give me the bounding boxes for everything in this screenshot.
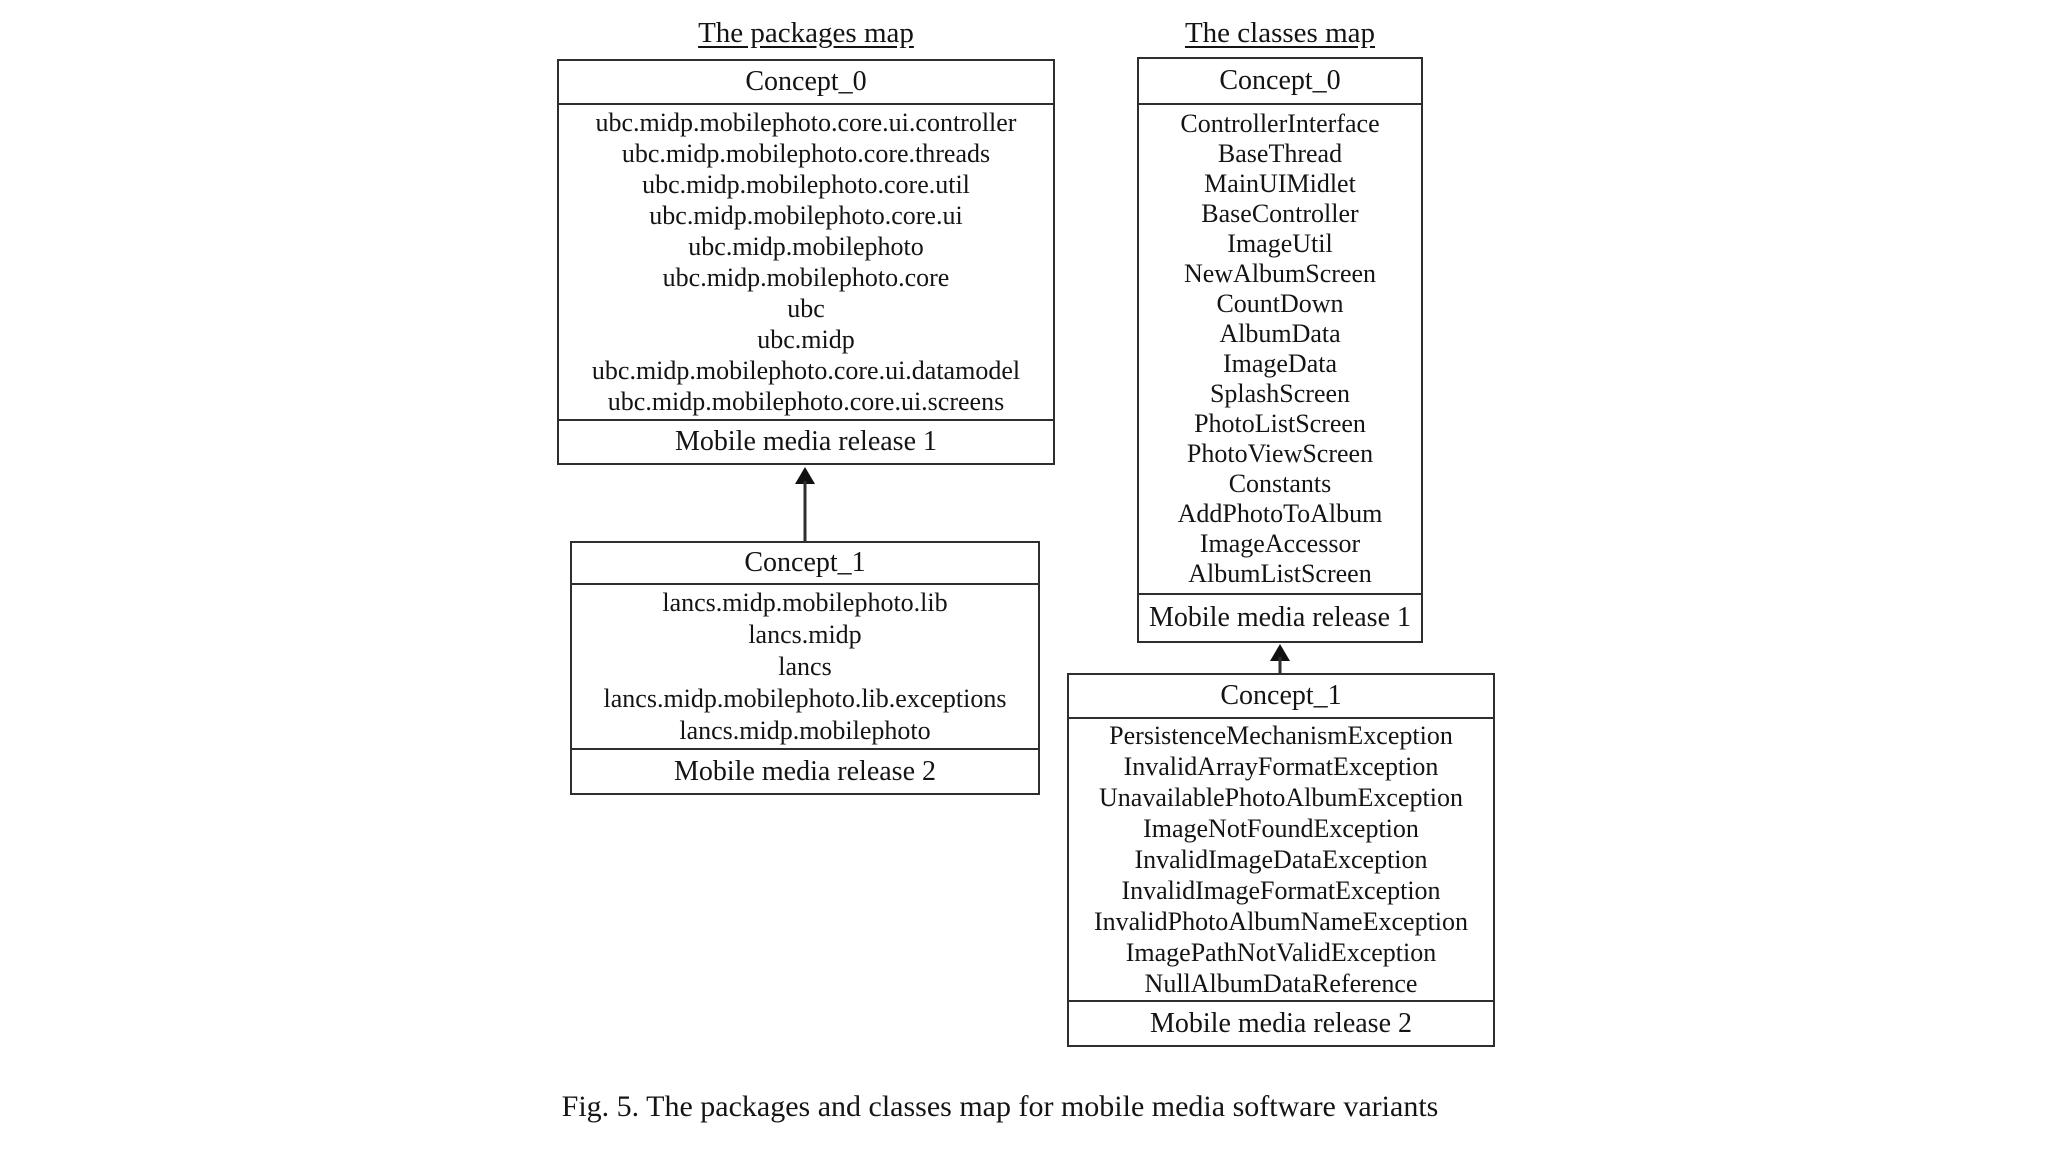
classes-concept0-footer: Mobile media release 1 bbox=[1139, 593, 1421, 641]
list-item: SplashScreen bbox=[1209, 379, 1351, 408]
classes-up-arrow bbox=[1270, 644, 1290, 673]
packages-concept1-header: Concept_1 bbox=[572, 543, 1038, 585]
list-item: Constants bbox=[1228, 469, 1332, 498]
arrowhead-up-icon bbox=[795, 467, 815, 484]
list-item: lancs.midp bbox=[748, 619, 862, 649]
list-item: ControllerInterface bbox=[1180, 109, 1380, 138]
list-item: AlbumListScreen bbox=[1188, 559, 1372, 588]
list-item: ubc.midp.mobilephoto.core bbox=[662, 263, 950, 292]
list-item: PersistenceMechanismException bbox=[1109, 721, 1453, 750]
list-item: AddPhotoToAlbum bbox=[1177, 499, 1383, 528]
arrow-shaft bbox=[803, 481, 807, 541]
list-item: PhotoListScreen bbox=[1194, 409, 1366, 438]
list-item: PhotoViewScreen bbox=[1186, 439, 1374, 468]
list-item: ubc.midp.mobilephoto.core.threads bbox=[621, 139, 991, 168]
list-item: ubc.midp.mobilephoto.core.ui bbox=[649, 201, 963, 230]
list-item: CountDown bbox=[1216, 289, 1344, 318]
packages-concept0-footer: Mobile media release 1 bbox=[559, 419, 1053, 463]
list-item: ubc.midp.mobilephoto.core.ui.datamodel bbox=[591, 356, 1021, 385]
list-item: ubc.midp.mobilephoto bbox=[688, 232, 924, 261]
list-item: ubc.midp.mobilephoto.core.ui.screens bbox=[607, 387, 1005, 416]
list-item: UnavailablePhotoAlbumException bbox=[1099, 783, 1463, 812]
list-item: InvalidImageDataException bbox=[1134, 845, 1428, 874]
list-item: ImageUtil bbox=[1227, 229, 1333, 258]
list-item: MainUIMidlet bbox=[1204, 169, 1356, 198]
list-item: BaseController bbox=[1201, 199, 1359, 228]
arrowhead-up-icon bbox=[1270, 644, 1290, 661]
classes-concept0-header: Concept_0 bbox=[1139, 59, 1421, 105]
classes-concept1-header: Concept_1 bbox=[1069, 675, 1493, 719]
classes-concept1-footer: Mobile media release 2 bbox=[1069, 1000, 1493, 1045]
list-item: lancs.midp.mobilephoto.lib.exceptions bbox=[603, 683, 1007, 713]
list-item: lancs.midp.mobilephoto bbox=[679, 715, 931, 745]
list-item: NewAlbumScreen bbox=[1183, 259, 1377, 288]
figure-caption: Fig. 5. The packages and classes map for… bbox=[561, 1090, 1439, 1123]
list-item: ubc.midp.mobilephoto.core.util bbox=[642, 170, 970, 199]
list-item: InvalidImageFormatException bbox=[1121, 876, 1441, 905]
list-item: ubc bbox=[787, 294, 825, 323]
packages-concept1-footer: Mobile media release 2 bbox=[572, 748, 1038, 793]
list-item: ImageAccessor bbox=[1199, 529, 1361, 558]
list-item: ImageNotFoundException bbox=[1143, 814, 1419, 843]
packages-map-title: The packages map bbox=[698, 17, 914, 49]
list-item: ubc.midp bbox=[757, 325, 855, 354]
arrow-shaft bbox=[1278, 657, 1282, 673]
list-item: AlbumData bbox=[1219, 319, 1341, 348]
list-item: ImageData bbox=[1222, 349, 1338, 378]
list-item: BaseThread bbox=[1217, 139, 1343, 168]
list-item: InvalidArrayFormatException bbox=[1123, 752, 1439, 781]
list-item: ImagePathNotValidException bbox=[1125, 938, 1437, 967]
packages-concept0-box: Concept_0 ubc.midp.mobilephoto.core.ui.c… bbox=[557, 59, 1055, 465]
packages-concept0-header: Concept_0 bbox=[559, 61, 1053, 105]
classes-map-title: The classes map bbox=[1184, 17, 1376, 49]
list-item: lancs.midp.mobilephoto.lib bbox=[662, 587, 948, 617]
list-item: NullAlbumDataReference bbox=[1144, 969, 1418, 998]
list-item: ubc.midp.mobilephoto.core.ui.controller bbox=[595, 108, 1017, 137]
list-item: InvalidPhotoAlbumNameException bbox=[1093, 907, 1469, 936]
list-item: lancs bbox=[778, 651, 832, 681]
packages-up-arrow bbox=[795, 467, 815, 541]
